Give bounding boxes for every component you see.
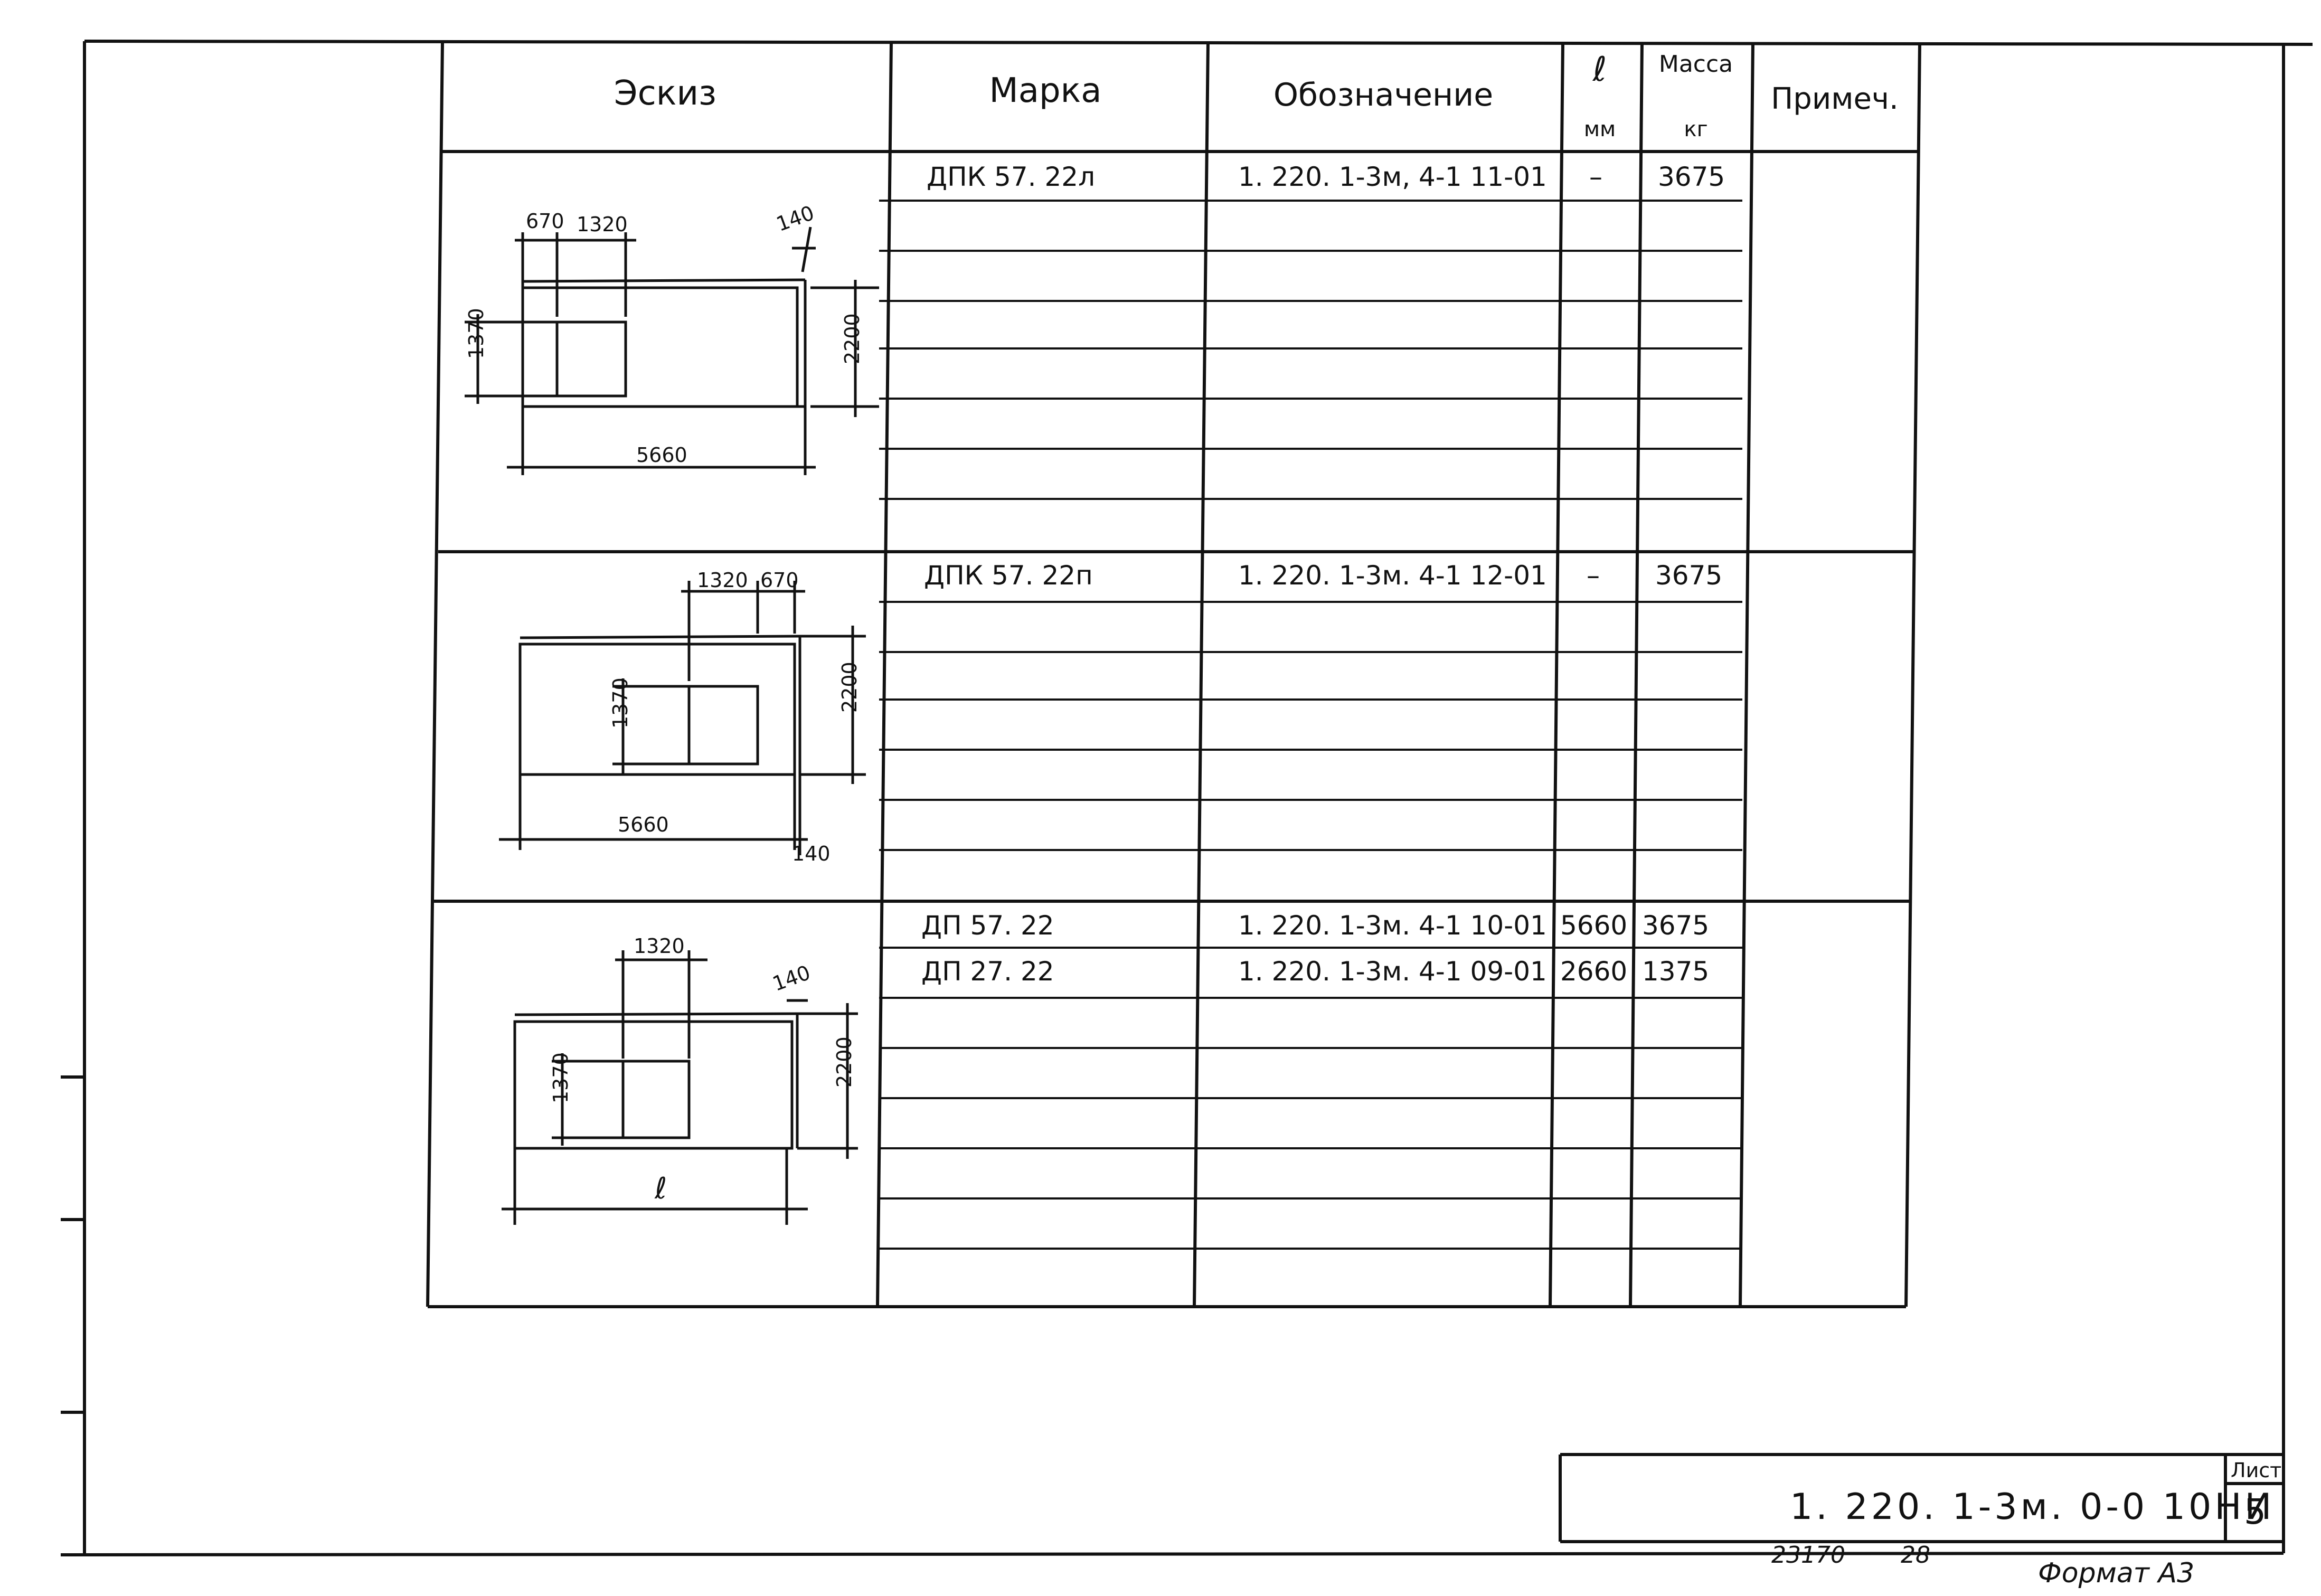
row-length: –	[1587, 560, 1600, 591]
row-mark: ДПК 57. 22л	[927, 162, 1096, 192]
row-mark: ДП 57. 22	[921, 910, 1054, 941]
row-designation: 1. 220. 1-3м. 4-1 12-01	[1238, 560, 1547, 591]
sketch2-dim-1370: 1370	[609, 677, 632, 729]
copy-number: 28	[1901, 1542, 1930, 1569]
sketch1-dim-1320: 1320	[577, 213, 628, 236]
header-mass: Масса	[1658, 51, 1733, 78]
sketch-panel-left	[465, 226, 879, 475]
sketch2-dim-2200: 2200	[838, 662, 861, 713]
row-mass: 3675	[1655, 560, 1723, 591]
sheet-label: Лист	[2231, 1459, 2282, 1482]
row-length: 2660	[1560, 956, 1628, 987]
row-length: 5660	[1560, 910, 1628, 941]
row-length: –	[1589, 162, 1602, 192]
header-length: ℓ	[1592, 50, 1607, 89]
sheet-format: Формат А3	[2038, 1557, 2195, 1589]
sketch2-dim-5660: 5660	[618, 813, 669, 836]
sketch-panel-blank	[502, 950, 858, 1225]
header-length-unit: мм	[1583, 117, 1616, 141]
header-mass-unit: кг	[1684, 117, 1708, 141]
sketch2-dim-140: 140	[792, 842, 831, 865]
window-opening	[687, 685, 759, 766]
sketch2-dim-1320: 1320	[697, 569, 748, 592]
header-mark: Марка	[989, 71, 1102, 110]
window-opening	[555, 320, 627, 398]
row-mark: ДП 27. 22	[921, 956, 1054, 987]
sketch3-dim-140: 140	[769, 961, 813, 996]
row-mass: 1375	[1642, 956, 1710, 987]
document-code: 1. 220. 1-3м. 0-0 10НИ	[1790, 1486, 2275, 1528]
sketch3-dim-1320: 1320	[634, 934, 685, 958]
sketch1-dim-1370: 1370	[465, 308, 488, 359]
header-sketch: Эскиз	[614, 74, 717, 113]
row-designation: 1. 220. 1-3м, 4-1 11-01	[1238, 162, 1547, 192]
header-designation: Обозначение	[1273, 77, 1494, 114]
sketch2-dim-670: 670	[760, 569, 799, 592]
sketch1-dim-5660: 5660	[636, 443, 687, 467]
inventory-number: 23170	[1771, 1542, 1845, 1569]
sketch3-dim-2200: 2200	[833, 1036, 856, 1088]
sketch3-dim-1370: 1370	[549, 1052, 572, 1103]
row-mass: 3675	[1658, 162, 1725, 192]
sketch3-dim-length: ℓ	[654, 1172, 667, 1206]
window-opening	[621, 1060, 691, 1139]
sketch-panel-right	[499, 581, 866, 855]
row-designation: 1. 220. 1-3м. 4-1 10-01	[1238, 910, 1547, 941]
sketch1-dim-2200: 2200	[841, 313, 864, 364]
row-designation: 1. 220. 1-3м. 4-1 09-01	[1238, 956, 1547, 987]
row-mark: ДПК 57. 22п	[924, 560, 1093, 591]
sketch1-dim-670: 670	[526, 210, 564, 233]
header-notes: Примеч.	[1771, 82, 1899, 116]
row-mass: 3675	[1642, 910, 1710, 941]
sheet-number: 5	[2244, 1491, 2266, 1532]
